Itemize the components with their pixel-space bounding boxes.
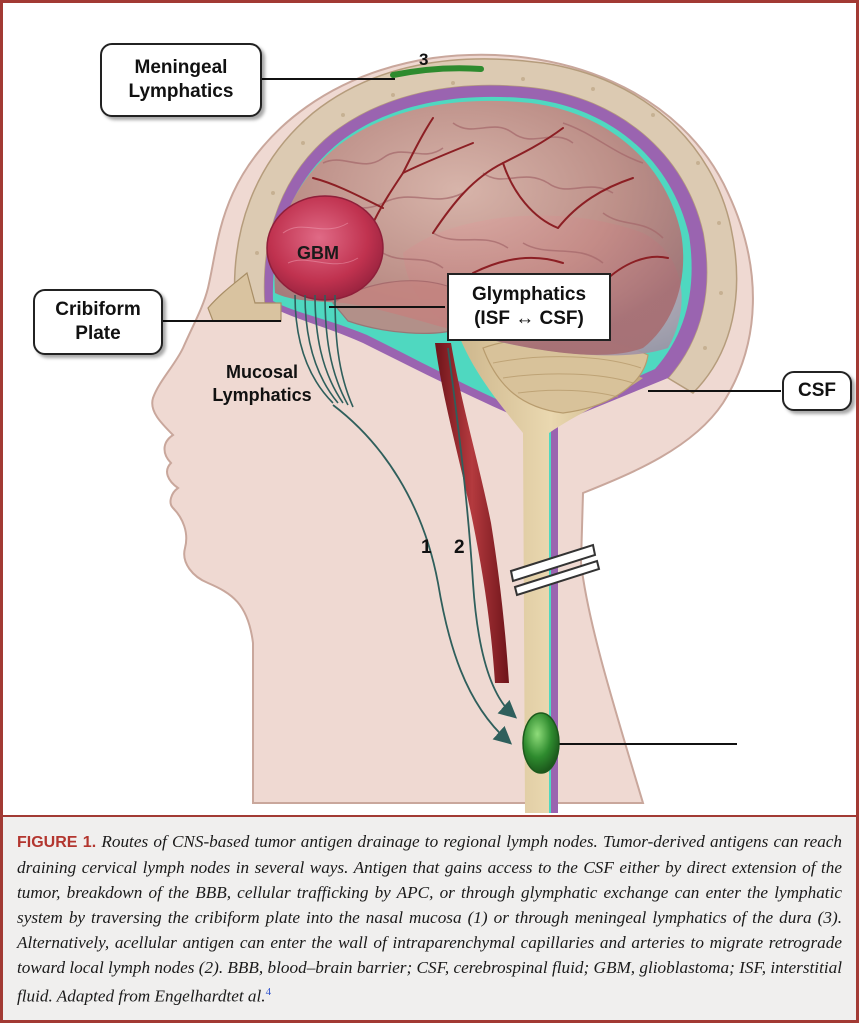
figure-caption: FIGURE 1. Routes of CNS-based tumor anti… [3,815,856,1020]
figure-label: FIGURE 1. [17,834,96,851]
mucosal-lymphatics-label: Mucosal Lymphatics [189,361,335,407]
route-3-label: 3 [419,50,428,70]
glymphatics-label: Glymphatics (ISF ↔ CSF) [447,273,611,341]
caption-text: Routes of CNS-based tumor antigen draina… [17,832,842,1006]
route-1-label: 1 [421,537,432,559]
cervical-lymph-node [523,713,559,773]
gbm-label: GBM [297,243,339,264]
head-illustration [3,3,856,815]
meningeal-lymphatics-label: Meningeal Lymphatics [100,43,262,117]
csf-label: CSF [782,371,852,411]
reference-superscript[interactable]: 4 [266,986,272,998]
cribiform-plate-label: Cribiform Plate [33,289,163,355]
route-2-label: 2 [454,537,465,559]
